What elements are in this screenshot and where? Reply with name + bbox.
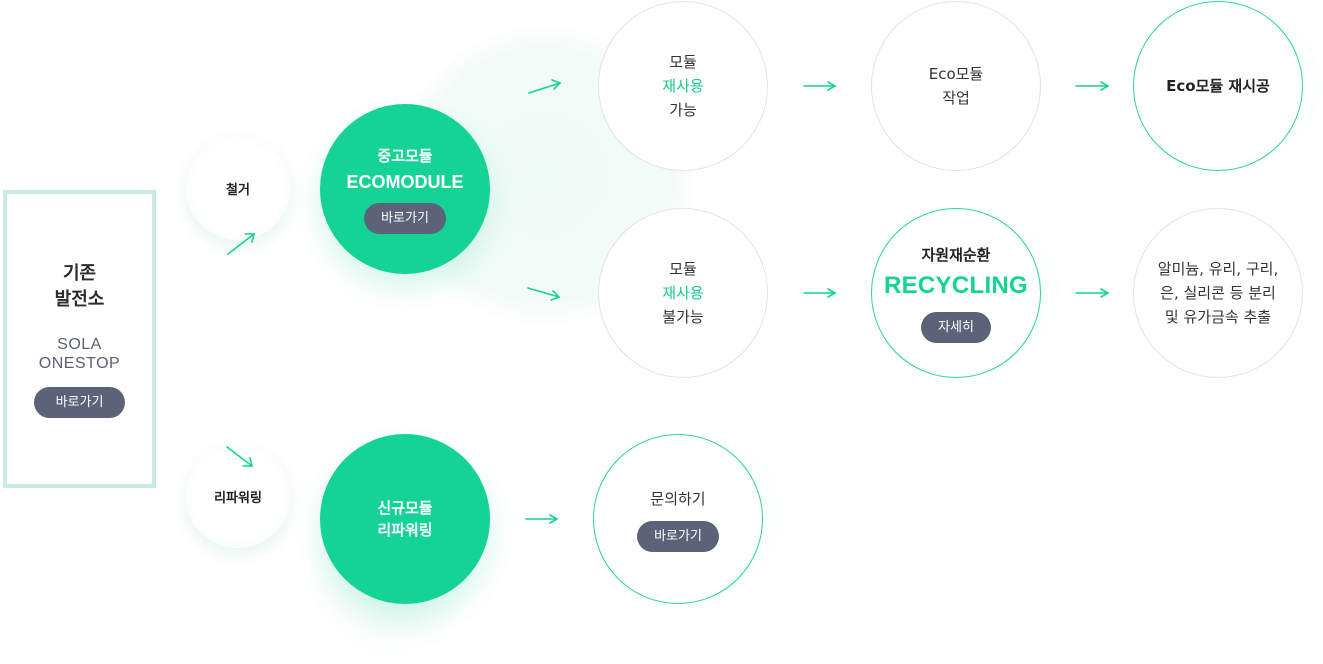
ecomodule-title: ECOMODULE: [346, 171, 464, 192]
arrow-icon: [527, 287, 561, 301]
arrow-icon: [803, 288, 837, 298]
repowering-label: 리파워링: [186, 444, 290, 548]
eco-module-reprocess-circle: Eco모듈 재시공: [1133, 1, 1303, 171]
arrow-icon: [803, 81, 837, 91]
arrow-icon: [525, 514, 559, 524]
source-go-button[interactable]: 바로가기: [34, 386, 125, 418]
dismantle-label: 철거: [186, 136, 290, 240]
eco-module-work-circle: Eco모듈 작업: [871, 1, 1041, 171]
arrow-icon: [528, 79, 562, 94]
inquiry-circle: 문의하기 바로가기: [593, 434, 763, 604]
ecomodule-go-button[interactable]: 바로가기: [364, 202, 446, 234]
existing-plant-title: 기존 발전소: [54, 262, 105, 310]
existing-plant-box: 기존 발전소 SOLA ONESTOP 바로가기: [3, 190, 156, 488]
module-reusable-circle: 모듈 재사용 가능: [598, 1, 768, 171]
arrow-icon: [227, 233, 256, 255]
recycling-circle: 자원재순환 RECYCLING 자세히: [871, 208, 1041, 378]
inquiry-go-button[interactable]: 바로가기: [637, 520, 719, 552]
arrow-icon: [1075, 81, 1110, 91]
sola-onestop-brand: SOLA ONESTOP: [38, 335, 121, 372]
recycling-title: RECYCLING: [883, 271, 1029, 299]
recycling-subtitle: 자원재순환: [921, 245, 991, 264]
ecomodule-circle: 중고모듈 ECOMODULE 바로가기: [320, 104, 490, 274]
arrow-icon: [226, 446, 254, 467]
new-module-circle: 신규모듈 리파워링: [320, 434, 490, 604]
inquiry-text: 문의하기: [650, 489, 706, 508]
module-not-reusable-circle: 모듈 재사용 불가능: [598, 208, 768, 378]
ecomodule-subtitle: 중고모듈: [377, 146, 433, 165]
metal-extraction-circle: 알미늄, 유리, 구리, 은, 실리콘 등 분리 및 유가금속 추출: [1133, 208, 1303, 378]
recycling-detail-button[interactable]: 자세히: [921, 311, 991, 343]
arrow-icon: [1075, 288, 1110, 298]
